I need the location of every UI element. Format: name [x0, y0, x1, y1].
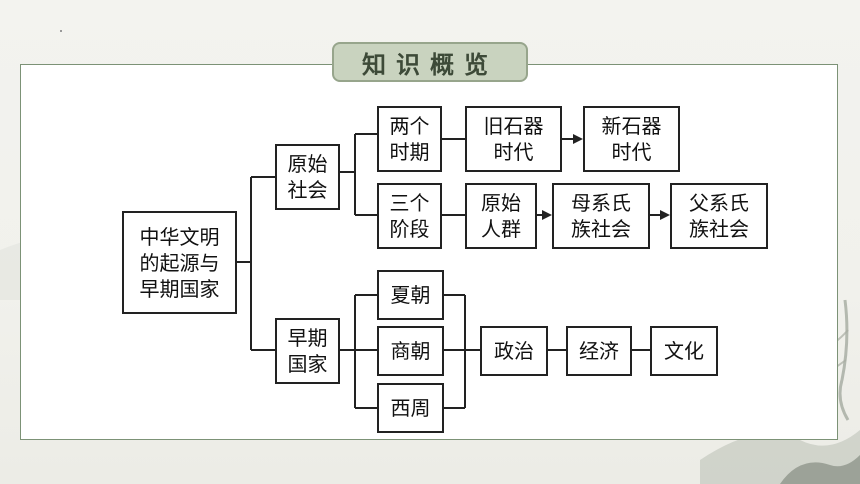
- page-title: 知识概览: [332, 42, 528, 82]
- root-node: 中华文明 的起源与 早期国家: [122, 211, 237, 314]
- culture-node: 文化: [650, 326, 718, 376]
- decorative-dot: [60, 30, 62, 32]
- old-stone-age-node: 旧石器 时代: [465, 106, 562, 172]
- economy-node: 经济: [566, 326, 632, 376]
- two-periods-node: 两个 时期: [377, 106, 442, 172]
- primitive-group-node: 原始 人群: [465, 183, 537, 249]
- three-stages-node: 三个 阶段: [377, 183, 442, 249]
- new-stone-age-node: 新石器 时代: [583, 106, 680, 172]
- xia-dynasty-node: 夏朝: [377, 270, 444, 320]
- western-zhou-node: 西周: [377, 383, 444, 433]
- early-state-node: 早期 国家: [275, 318, 340, 384]
- shang-dynasty-node: 商朝: [377, 326, 444, 376]
- matriarchal-clan-node: 母系氏 族社会: [552, 183, 650, 249]
- patriarchal-clan-node: 父系氏 族社会: [670, 183, 768, 249]
- politics-node: 政治: [480, 326, 548, 376]
- primitive-society-node: 原始 社会: [275, 144, 340, 210]
